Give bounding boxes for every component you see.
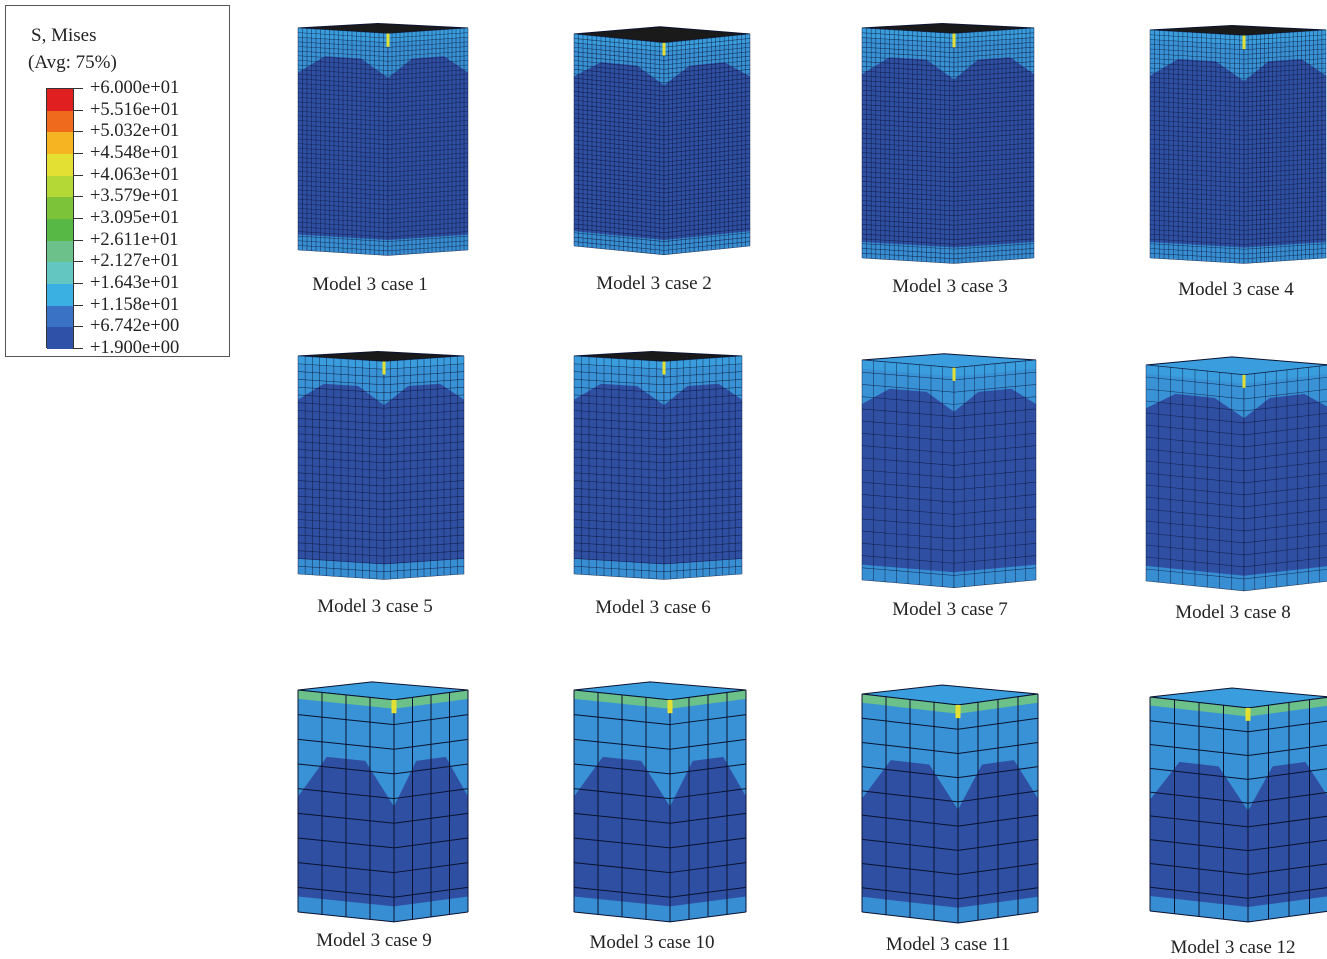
side-face: [663, 355, 743, 580]
side-face: [1243, 29, 1327, 264]
side-face: [953, 27, 1035, 264]
legend-value: +5.516e+01: [90, 99, 180, 120]
legend-tick: [73, 174, 83, 176]
legend-tick: [73, 109, 83, 111]
legend-value: +1.158e+01: [90, 294, 180, 315]
side-face: [1243, 365, 1327, 592]
side-face: [953, 359, 1037, 588]
legend-value: +6.000e+01: [90, 78, 180, 98]
side-face: [957, 693, 1039, 924]
front-face: [861, 693, 959, 924]
legend-tick: [73, 88, 83, 89]
legend-title: S, Mises: [31, 25, 97, 46]
model-label: Model 3 case 6: [595, 597, 711, 618]
front-face: [297, 689, 395, 923]
model-label: Model 3 case 10: [589, 932, 715, 953]
legend-color-bar: [46, 88, 74, 349]
front-face: [297, 355, 385, 580]
model-label: Model 3 case 12: [1170, 937, 1296, 958]
legend-swatch: [47, 327, 73, 349]
legend-tick: [73, 131, 83, 133]
front-face: [1145, 364, 1245, 592]
model-label: Model 3 case 3: [892, 276, 1008, 297]
stress-band-top: [1248, 697, 1327, 717]
legend-tick: [73, 196, 83, 198]
stress-band-bottom: [1244, 566, 1327, 591]
legend-swatch: [47, 89, 73, 111]
legend-swatch: [47, 240, 73, 263]
stress-band-upper: [1248, 697, 1327, 811]
legend-swatch: [47, 197, 73, 219]
side-face: [1247, 696, 1327, 923]
legend-value: +4.063e+01: [90, 164, 180, 185]
front-face: [861, 359, 955, 588]
front-face: [573, 355, 665, 580]
legend-swatch: [47, 284, 73, 306]
legend-subtitle: (Avg: 75%): [28, 52, 117, 73]
stress-band-bottom: [1248, 896, 1327, 922]
front-face: [573, 33, 665, 256]
legend-swatch: [47, 110, 73, 133]
legend-swatch: [47, 154, 73, 176]
stress-legend: S, Mises (Avg: 75%) +6.000e+01+5.516e+01…: [5, 5, 230, 358]
front-face: [861, 27, 955, 264]
legend-tick: [73, 348, 83, 349]
legend-tick: [73, 283, 83, 284]
model-label: Model 3 case 11: [885, 934, 1011, 955]
model-label: Model 3 case 9: [316, 930, 432, 951]
legend-value: +2.127e+01: [90, 251, 180, 272]
legend-value: +4.548e+01: [90, 143, 180, 163]
legend-swatch: [47, 132, 73, 154]
model-label: Model 3 case 1: [312, 274, 428, 295]
legend-value: +3.579e+01: [90, 186, 180, 207]
side-face: [383, 355, 465, 580]
legend-tick: [73, 304, 83, 306]
model-label: Model 3 case 2: [596, 273, 712, 294]
legend-value: +1.643e+01: [90, 273, 180, 293]
legend-tick: [73, 261, 83, 263]
model-label: Model 3 case 8: [1175, 602, 1291, 623]
legend-value: +1.900e+00: [90, 338, 180, 358]
legend-tick: [73, 239, 83, 241]
legend-swatch: [47, 219, 73, 241]
side-face: [393, 689, 469, 923]
legend-tick: [73, 153, 83, 154]
side-face: [663, 33, 751, 256]
legend-tick: [73, 326, 83, 328]
model-label: Model 3 case 7: [892, 599, 1008, 620]
stress-band-top: [1244, 365, 1327, 384]
front-face: [1149, 29, 1245, 264]
front-face: [573, 689, 671, 923]
legend-swatch: [47, 262, 73, 284]
legend-value: +3.095e+01: [90, 208, 180, 228]
legend-value: +2.611e+01: [90, 229, 179, 250]
legend-value: +5.032e+01: [90, 121, 180, 142]
legend-tick: [73, 218, 83, 219]
model-label: Model 3 case 5: [317, 596, 433, 617]
legend-swatch: [47, 305, 73, 328]
side-face: [669, 689, 747, 923]
front-face: [297, 27, 389, 256]
legend-swatch: [47, 175, 73, 198]
front-face: [1149, 696, 1249, 923]
legend-value: +6.742e+00: [90, 316, 180, 337]
model-label: Model 3 case 4: [1178, 279, 1294, 300]
side-face: [387, 27, 469, 256]
